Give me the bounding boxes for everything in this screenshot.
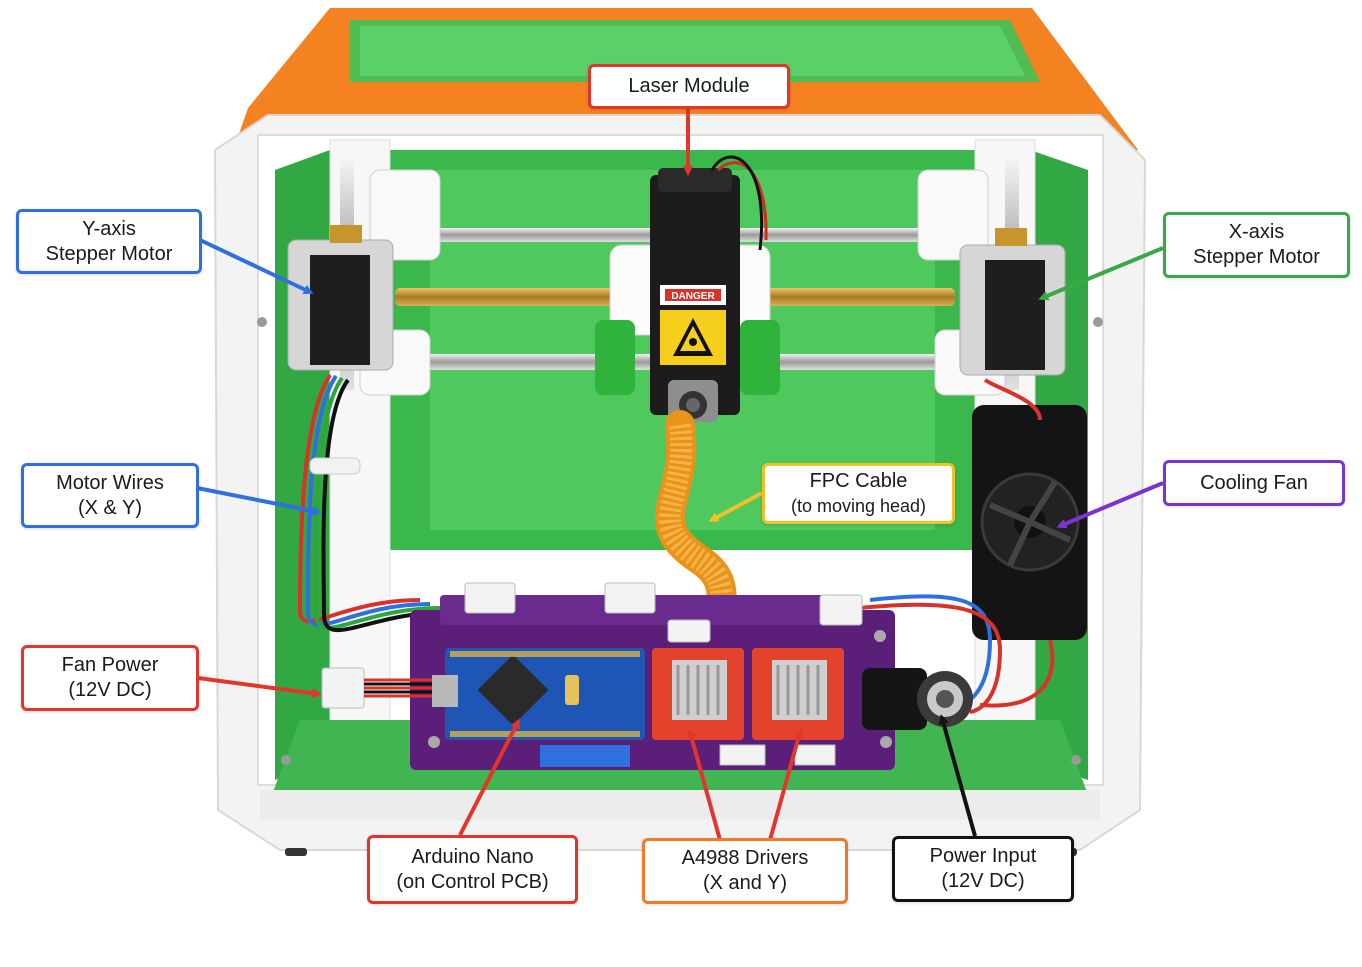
laser-carriage: DANGER [595,155,780,422]
arrow-cooling-fan [1056,481,1164,529]
callout-arduino-nano: Arduino Nano (on Control PCB) [367,835,578,904]
cooling-fan [972,405,1087,640]
arrow-fpc-cable [708,491,763,522]
leader-lines [196,108,1164,841]
callout-x-axis-motor: X-axis Stepper Motor [1163,212,1350,278]
callout-motor-wires: Motor Wires (X & Y) [21,463,199,528]
callout-y-axis-motor-line1: Y-axis [82,217,136,240]
callout-fpc-cable-line1: FPC Cable [809,469,908,492]
callout-laser-module: Laser Module [588,64,790,109]
callout-fan-power: Fan Power (12V DC) [21,645,199,711]
callout-cooling-fan-line1: Cooling Fan [1200,471,1308,494]
arrow-a4988-x [686,728,722,841]
laser-danger-label: DANGER [671,291,715,302]
callout-a4988-drivers-line2: (X and Y) [702,872,788,894]
callout-cooling-fan: Cooling Fan [1163,460,1345,506]
motor-wires [297,373,1055,714]
arrow-x-axis-motor [1038,246,1164,301]
callout-laser-module-line1: Laser Module [628,75,750,97]
arrow-motor-wires [196,486,322,516]
callout-a4988-drivers: A4988 Drivers (X and Y) [642,838,848,904]
callout-power-input-line1: Power Input [929,845,1037,867]
callout-power-input-line2: (12V DC) [941,870,1025,892]
callout-fpc-cable: FPC Cable (to moving head) [762,463,955,524]
callout-y-axis-motor-line2: Stepper Motor [45,242,173,265]
callout-motor-wires-line2: (X & Y) [77,496,143,519]
arrow-power-input [938,714,977,837]
arrow-fan-power [197,676,322,699]
callout-fan-power-line1: Fan Power [61,654,159,676]
callout-x-axis-motor-line2: Stepper Motor [1193,246,1320,268]
arrow-a4988-y [768,728,804,841]
callout-power-input: Power Input (12V DC) [892,836,1074,902]
control-pcb [321,582,973,770]
callout-a4988-drivers-line1: A4988 Drivers [681,847,809,869]
y-axis-motor [287,225,394,371]
callout-arduino-nano-line1: Arduino Nano [411,845,534,868]
callout-fpc-cable-line2: (to moving head) [790,495,927,516]
arrow-arduino-nano [458,718,520,836]
callout-fan-power-line2: (12V DC) [68,679,152,701]
arrow-y-axis-motor [199,238,314,294]
callout-x-axis-motor-line1: X-axis [1228,221,1285,243]
callout-y-axis-motor: Y-axis Stepper Motor [16,209,202,274]
callout-arduino-nano-line2: (on Control PCB) [396,870,549,893]
callout-motor-wires-line1: Motor Wires [56,471,164,494]
x-axis-motor [959,228,1066,376]
